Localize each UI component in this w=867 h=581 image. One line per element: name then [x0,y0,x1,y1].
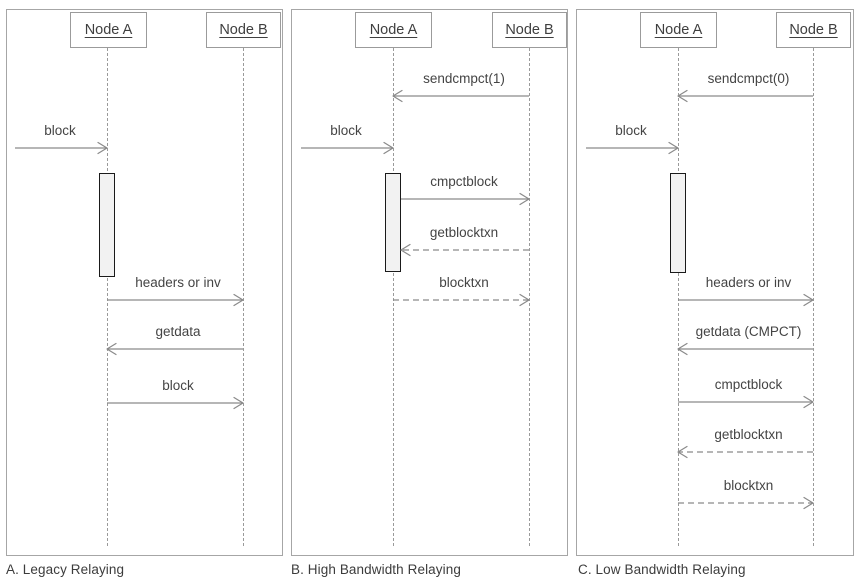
panel-b-node-a-box: Node A [355,12,432,48]
panel-a-node-a-label: Node A [84,22,133,38]
panel-c-message-label-getdata-cmpct: getdata (CMPCT) [695,324,802,339]
panel-b-activation-node-a [385,173,401,272]
panel-c-message-label-cmpctblock: cmpctblock [714,377,783,392]
panel-c-message-label-getblocktxn: getblocktxn [714,427,783,442]
panel-c-node-a-box: Node A [640,12,717,48]
panel-b-message-label-blocktxn: blocktxn [439,275,489,290]
panel-a-node-a-box: Node A [70,12,147,48]
panel-b-node-a-label: Node A [369,22,418,38]
panel-a-node-b-label: Node B [219,22,268,38]
panel-b-caption: B. High Bandwidth Relaying [291,562,461,577]
panel-a-lifeline-node-b [243,48,244,546]
panel-c-activation-node-a [670,173,686,273]
panel-a-node-b-box: Node B [206,12,281,48]
panel-b-message-label-getblocktxn: getblocktxn [429,225,499,240]
panel-c-caption: C. Low Bandwidth Relaying [578,562,746,577]
panel-a-message-label-getdata: getdata [155,324,201,339]
panel-b-message-label-sendcmpct: sendcmpct(1) [423,71,505,86]
panel-c-lifeline-node-a [678,48,679,546]
panel-b-lifeline-node-b [529,48,530,546]
panel-a-frame [6,9,283,556]
panel-c-lifeline-node-b [813,48,814,546]
panel-a-caption: A. Legacy Relaying [6,562,125,577]
panel-a-lifeline-node-a [107,48,108,546]
panel-a-activation-node-a [99,173,115,277]
panel-c-frame [576,9,854,556]
panel-c-message-label-blocktxn: blocktxn [723,478,774,493]
panel-c-node-a-label: Node A [654,22,703,38]
panel-c-message-label-headers-or-inv: headers or inv [705,275,792,290]
panel-a-message-label-block-out: block [162,378,194,393]
panel-b-lifeline-node-a [393,48,394,546]
panel-c-message-label-block-in: block [615,123,647,138]
panel-a-message-label-headers-or-inv: headers or inv [135,275,221,290]
panel-b-node-b-label: Node B [505,22,554,38]
panel-b-node-b-box: Node B [492,12,567,48]
panel-b-frame [291,9,568,556]
panel-c-node-b-label: Node B [789,22,838,38]
panel-c-node-b-box: Node B [776,12,851,48]
panel-a-message-label-block-in: block [44,123,76,138]
panel-b-message-label-cmpctblock: cmpctblock [430,174,498,189]
panel-b-message-label-block-in: block [330,123,362,138]
panel-c-message-label-sendcmpct: sendcmpct(0) [707,71,790,86]
